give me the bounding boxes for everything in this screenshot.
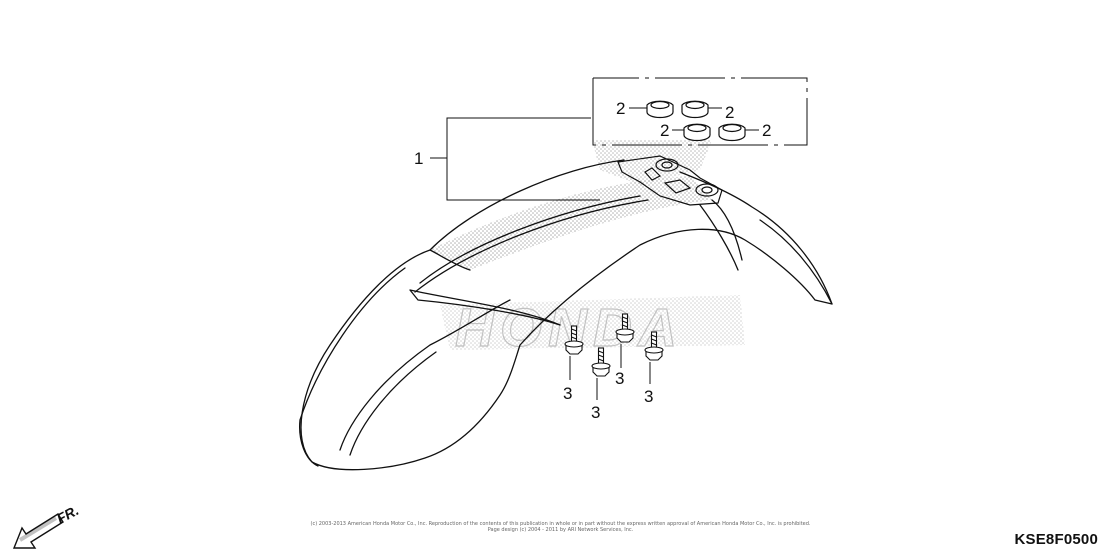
callout-1-bracket xyxy=(430,77,808,201)
copyright-line: (c) 2003-2013 American Honda Motor Co., … xyxy=(310,521,811,527)
bolts xyxy=(564,313,664,377)
bolt-icon xyxy=(644,331,664,361)
grommet-icon xyxy=(683,123,711,142)
callout-2: 2 xyxy=(762,121,771,140)
callout-3: 3 xyxy=(591,403,600,422)
fender-shading xyxy=(430,140,745,350)
grommets xyxy=(646,100,746,142)
callout-1: 1 xyxy=(414,149,423,168)
callout-2: 2 xyxy=(725,103,734,122)
bolt-icon xyxy=(615,313,635,343)
callout-2: 2 xyxy=(660,121,669,140)
arrow-down-left-icon xyxy=(12,513,64,549)
grommet-icon xyxy=(718,123,746,142)
front-fender xyxy=(299,159,833,471)
front-direction-arrow: FR. xyxy=(12,502,81,549)
diagram-code: KSE8F0500 xyxy=(1014,531,1098,548)
callout-3: 3 xyxy=(615,369,624,388)
fender-mount-bracket xyxy=(617,155,723,206)
callout-2: 2 xyxy=(616,99,625,118)
grommet-icon xyxy=(681,100,709,119)
copyright-line: Page design (c) 2004 - 2011 by ARI Netwo… xyxy=(487,527,634,533)
callout-2-leaders xyxy=(629,107,759,131)
copyright-notice: (c) 2003-2013 American Honda Motor Co., … xyxy=(308,521,813,533)
callout-3: 3 xyxy=(563,384,572,403)
callout-3-leaders xyxy=(569,344,651,400)
bolt-icon xyxy=(591,347,611,377)
bolt-icon xyxy=(564,325,584,355)
callout-3: 3 xyxy=(644,387,653,406)
grommet-icon xyxy=(646,100,674,119)
